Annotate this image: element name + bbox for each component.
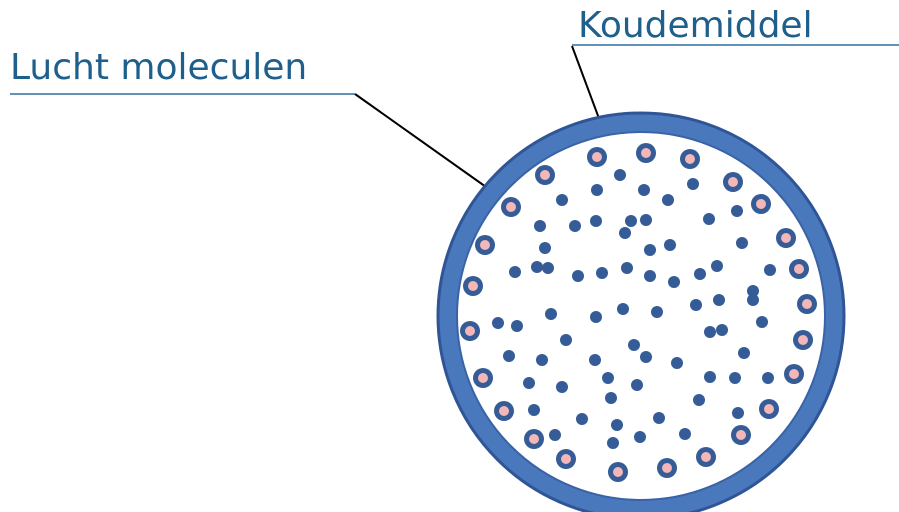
air-molecule-core [662,463,672,473]
coolant-particle [711,260,723,272]
coolant-particle [621,262,633,274]
coolant-particle [653,412,665,424]
coolant-particle [704,371,716,383]
coolant-particle [693,394,705,406]
label-air-molecules: Lucht moleculen [10,47,307,88]
air-molecule-core [728,177,738,187]
coolant-particle [651,306,663,318]
air-molecule-core [756,199,766,209]
air-molecule-core [736,430,746,440]
air-molecule-core [685,154,695,164]
coolant-particle [602,372,614,384]
coolant-particle [572,270,584,282]
coolant-particle [511,320,523,332]
coolant-particle [631,379,643,391]
coolant-particle [668,276,680,288]
coolant-particle [679,428,691,440]
coolant-particle [625,215,637,227]
coolant-particle [492,317,504,329]
air-molecule-core [529,434,539,444]
coolant-particle [556,381,568,393]
coolant-particle [545,308,557,320]
coolant-particle [503,350,515,362]
coolant-particle [704,326,716,338]
coolant-particle [762,372,774,384]
air-molecule-core [794,264,804,274]
coolant-particle [531,261,543,273]
coolant-particle [542,262,554,274]
coolant-particle [638,184,650,196]
coolant-particle [614,169,626,181]
coolant-particle [589,354,601,366]
air-molecule-core [480,240,490,250]
coolant-particle [536,354,548,366]
coolant-particle [738,347,750,359]
air-molecule-core [499,406,509,416]
air-molecule-core [641,148,651,158]
air-molecule-core [798,335,808,345]
coolant-particle [747,294,759,306]
coolant-particle [671,357,683,369]
coolant-particle [640,214,652,226]
coolant-particle [607,437,619,449]
air-molecule-core [478,373,488,383]
coolant-particle [590,215,602,227]
coolant-particle [687,178,699,190]
coolant-particle [703,213,715,225]
coolant-particle [628,339,640,351]
coolant-particle [729,372,741,384]
coolant-particle [644,270,656,282]
coolant-particle [605,392,617,404]
coolant-particle [736,237,748,249]
air-molecule-core [468,281,478,291]
coolant-particle [644,244,656,256]
air-molecule-core [506,202,516,212]
air-molecule-core [701,452,711,462]
air-molecule-core [592,152,602,162]
coolant-particle [560,334,572,346]
coolant-particle [509,266,521,278]
coolant-particle [640,351,652,363]
air-molecule-core [802,299,812,309]
coolant-particle [634,431,646,443]
coolant-particle [534,220,546,232]
coolant-particle [716,324,728,336]
air-molecule-core [540,170,550,180]
coolant-particle [690,299,702,311]
coolant-particle [611,419,623,431]
coolant-particle [617,303,629,315]
air-molecule-core [781,233,791,243]
coolant-particle [664,239,676,251]
air-molecule-core [764,404,774,414]
coolant-particle [528,404,540,416]
coolant-particle [556,194,568,206]
coolant-particle [619,227,631,239]
coolant-particle [694,268,706,280]
leader-arrow-air-molecules [355,94,503,199]
coolant-particle [732,407,744,419]
coolant-particle [713,294,725,306]
air-molecule-core [613,467,623,477]
coolant-particle [662,194,674,206]
coolant-particle [523,377,535,389]
coolant-particle [576,413,588,425]
coolant-particle [549,429,561,441]
air-molecule-core [465,326,475,336]
coolant-particle [569,220,581,232]
coolant-particle [731,205,743,217]
air-molecule-core [789,369,799,379]
coolant-particle [764,264,776,276]
coolant-particle [590,311,602,323]
label-coolant: Koudemiddel [578,5,813,46]
coolant-particle [591,184,603,196]
coolant-particle [756,316,768,328]
coolant-particle [539,242,551,254]
coolant-particle [596,267,608,279]
air-molecule-core [561,454,571,464]
